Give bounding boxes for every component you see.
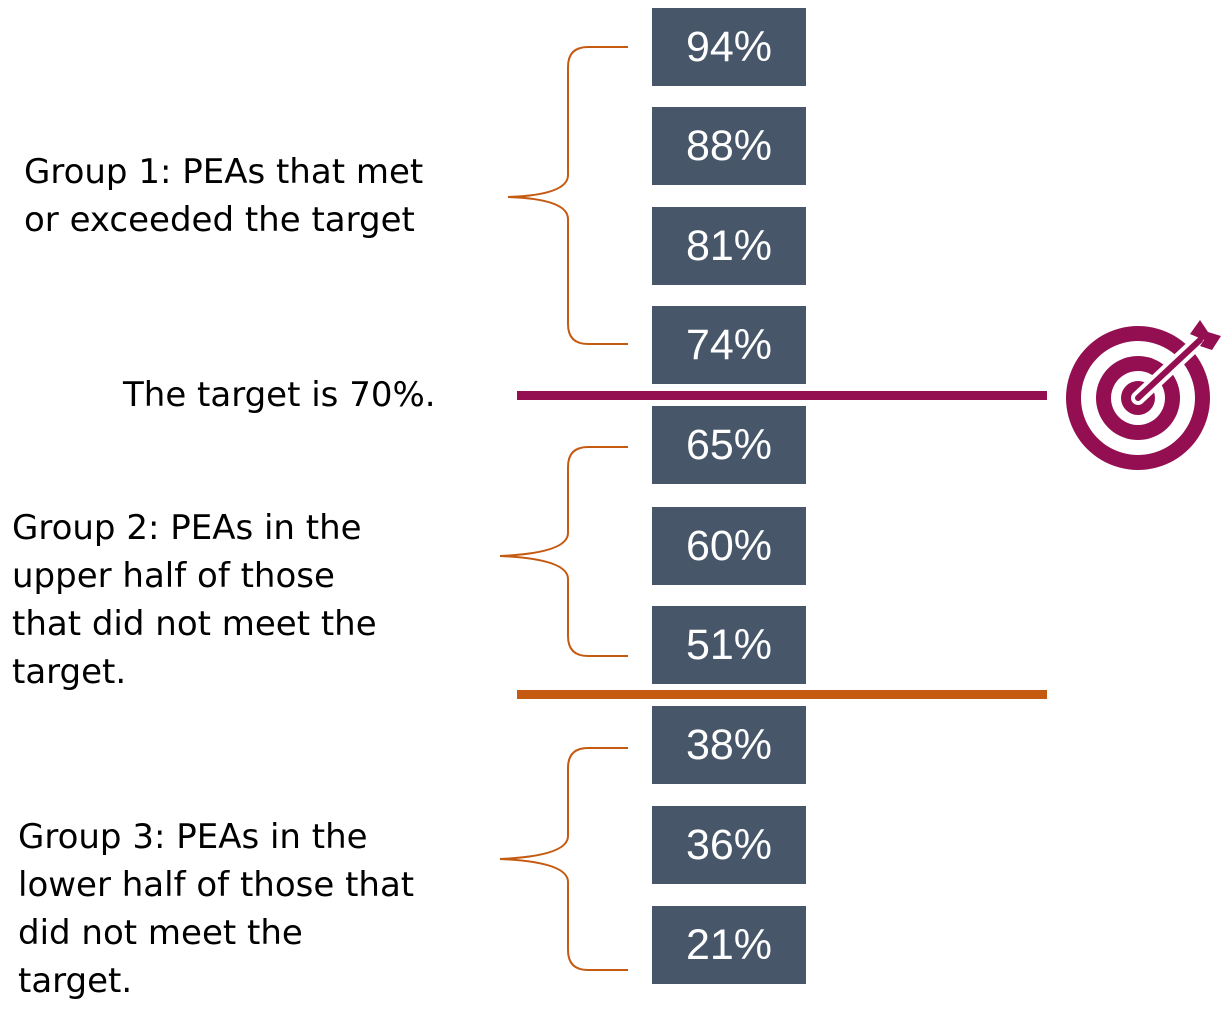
value-box-36: 36%: [652, 806, 806, 884]
group-2-line-1: Group 2: PEAs in the: [12, 508, 362, 548]
value-box-21: 21%: [652, 906, 806, 984]
value-box-65: 65%: [652, 406, 806, 484]
value-box-60: 60%: [652, 507, 806, 585]
group-1-line-2: or exceeded the target: [24, 200, 415, 240]
group-2-label: Group 2: PEAs in the upper half of those…: [12, 504, 377, 696]
group-2-line-3: that did not meet the: [12, 604, 377, 644]
group-3-line-4: target.: [18, 961, 133, 1001]
group-3-line-2: lower half of those that: [18, 865, 415, 905]
value-box-51: 51%: [652, 606, 806, 684]
value-box-38: 38%: [652, 706, 806, 784]
value-box-74: 74%: [652, 306, 806, 384]
target-bullseye-icon: [1066, 320, 1221, 470]
group-1-line-1: Group 1: PEAs that met: [24, 152, 424, 192]
value-box-81: 81%: [652, 207, 806, 285]
group-3-label: Group 3: PEAs in the lower half of those…: [18, 813, 414, 1005]
bracket-group-1: [507, 46, 628, 345]
target-label: The target is 70%.: [123, 375, 436, 415]
group-3-line-3: did not meet the: [18, 913, 303, 953]
group-3-line-1: Group 3: PEAs in the: [18, 817, 368, 857]
group-2-line-2: upper half of those: [12, 556, 335, 596]
group-2-line-4: target.: [12, 652, 127, 692]
group-1-label: Group 1: PEAs that met or exceeded the t…: [24, 148, 423, 244]
value-box-94: 94%: [652, 8, 806, 86]
value-box-88: 88%: [652, 107, 806, 185]
bracket-group-2: [499, 446, 628, 657]
target-line: [517, 391, 1047, 400]
bracket-group-3: [499, 747, 628, 971]
divider-line: [517, 690, 1047, 699]
